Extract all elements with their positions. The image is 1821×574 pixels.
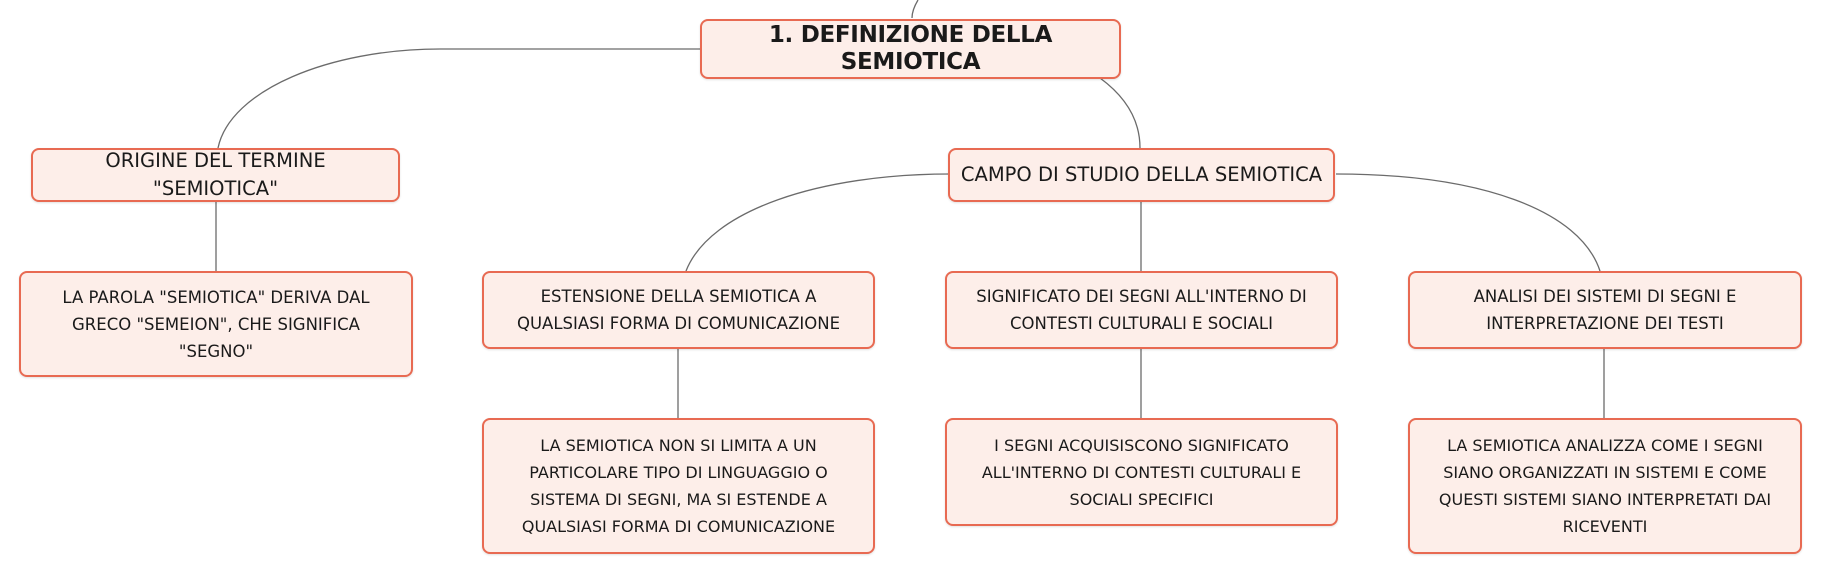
branch-field-node[interactable]: CAMPO DI STUDIO DELLA SEMIOTICA xyxy=(948,148,1335,202)
analysis-detail-label: LA SEMIOTICA ANALIZZA COME I SEGNI SIANO… xyxy=(1438,436,1772,536)
connector-field-analysis xyxy=(1335,173,1601,272)
field-meaning-node[interactable]: SIGNIFICATO DEI SEGNI ALL'INTERNO DI CON… xyxy=(945,271,1338,349)
central-topic-label: 1. DEFINIZIONE DELLA SEMIOTICA xyxy=(768,22,1053,75)
connector-central-origin xyxy=(217,48,700,149)
extension-detail-label: LA SEMIOTICA NON SI LIMITA A UN PARTICOL… xyxy=(521,436,836,536)
branch-origin-node[interactable]: ORIGINE DEL TERMINE "SEMIOTICA" xyxy=(31,148,400,202)
origin-detail-node[interactable]: LA PAROLA "SEMIOTICA" DERIVA DAL GRECO "… xyxy=(19,271,413,377)
branch-origin-label: ORIGINE DEL TERMINE "SEMIOTICA" xyxy=(105,149,326,200)
field-meaning-label: SIGNIFICATO DEI SEGNI ALL'INTERNO DI CON… xyxy=(976,287,1307,333)
field-analysis-label: ANALISI DEI SISTEMI DI SEGNI E INTERPRET… xyxy=(1473,287,1737,333)
field-extension-label: ESTENSIONE DELLA SEMIOTICA A QUALSIASI F… xyxy=(516,287,841,333)
origin-detail-label: LA PAROLA "SEMIOTICA" DERIVA DAL GRECO "… xyxy=(62,287,370,361)
field-extension-node[interactable]: ESTENSIONE DELLA SEMIOTICA A QUALSIASI F… xyxy=(482,271,875,349)
connector-field-extension xyxy=(685,173,951,272)
connector-to-parent xyxy=(911,0,919,19)
field-analysis-node[interactable]: ANALISI DEI SISTEMI DI SEGNI E INTERPRET… xyxy=(1408,271,1802,349)
connector-central-field xyxy=(1099,77,1141,149)
branch-field-label: CAMPO DI STUDIO DELLA SEMIOTICA xyxy=(960,163,1323,186)
meaning-detail-label: I SEGNI ACQUISISCONO SIGNIFICATO ALL'INT… xyxy=(981,435,1302,509)
analysis-detail-node[interactable]: LA SEMIOTICA ANALIZZA COME I SEGNI SIANO… xyxy=(1408,418,1802,554)
meaning-detail-node[interactable]: I SEGNI ACQUISISCONO SIGNIFICATO ALL'INT… xyxy=(945,418,1338,526)
extension-detail-node[interactable]: LA SEMIOTICA NON SI LIMITA A UN PARTICOL… xyxy=(482,418,875,554)
central-topic-node[interactable]: 1. DEFINIZIONE DELLA SEMIOTICA xyxy=(700,19,1121,79)
